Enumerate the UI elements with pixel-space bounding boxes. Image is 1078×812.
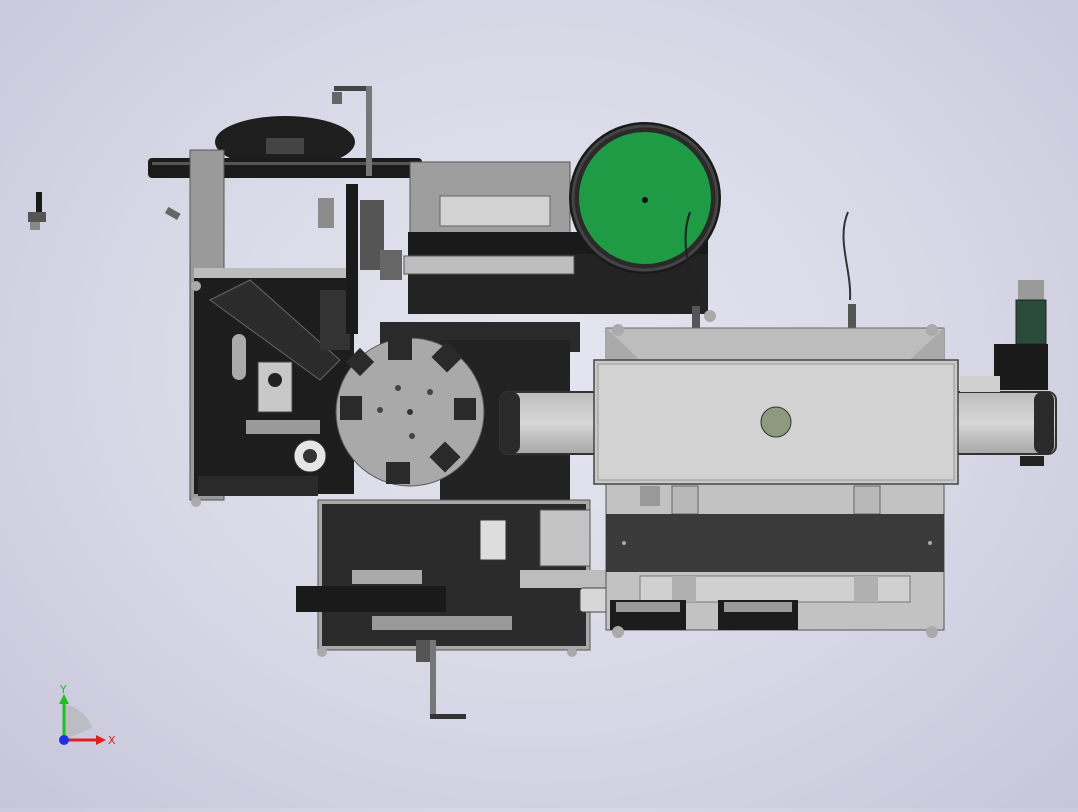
index-table[interactable] bbox=[335, 336, 485, 487]
triad-plane-icon bbox=[64, 704, 92, 740]
y-axis-arrow bbox=[59, 694, 69, 704]
x-axis-arrow bbox=[96, 735, 106, 745]
coordinate-triad: Y X bbox=[59, 684, 116, 747]
green-reel[interactable] bbox=[569, 122, 721, 356]
conveyor-frame[interactable] bbox=[605, 327, 945, 631]
x-axis-label: X bbox=[108, 734, 116, 747]
top-tray[interactable] bbox=[148, 86, 422, 178]
leveling-feet bbox=[191, 281, 938, 657]
vertical-column[interactable] bbox=[318, 184, 402, 334]
z-axis-dot bbox=[59, 735, 69, 745]
detached-part[interactable] bbox=[28, 192, 46, 230]
lower-assembly[interactable] bbox=[296, 499, 613, 719]
work-station[interactable] bbox=[194, 268, 354, 496]
conveyor-belt[interactable] bbox=[499, 359, 1057, 485]
drive-motor[interactable] bbox=[960, 280, 1048, 466]
small-fitting[interactable] bbox=[164, 206, 181, 220]
y-axis-label: Y bbox=[59, 684, 67, 696]
